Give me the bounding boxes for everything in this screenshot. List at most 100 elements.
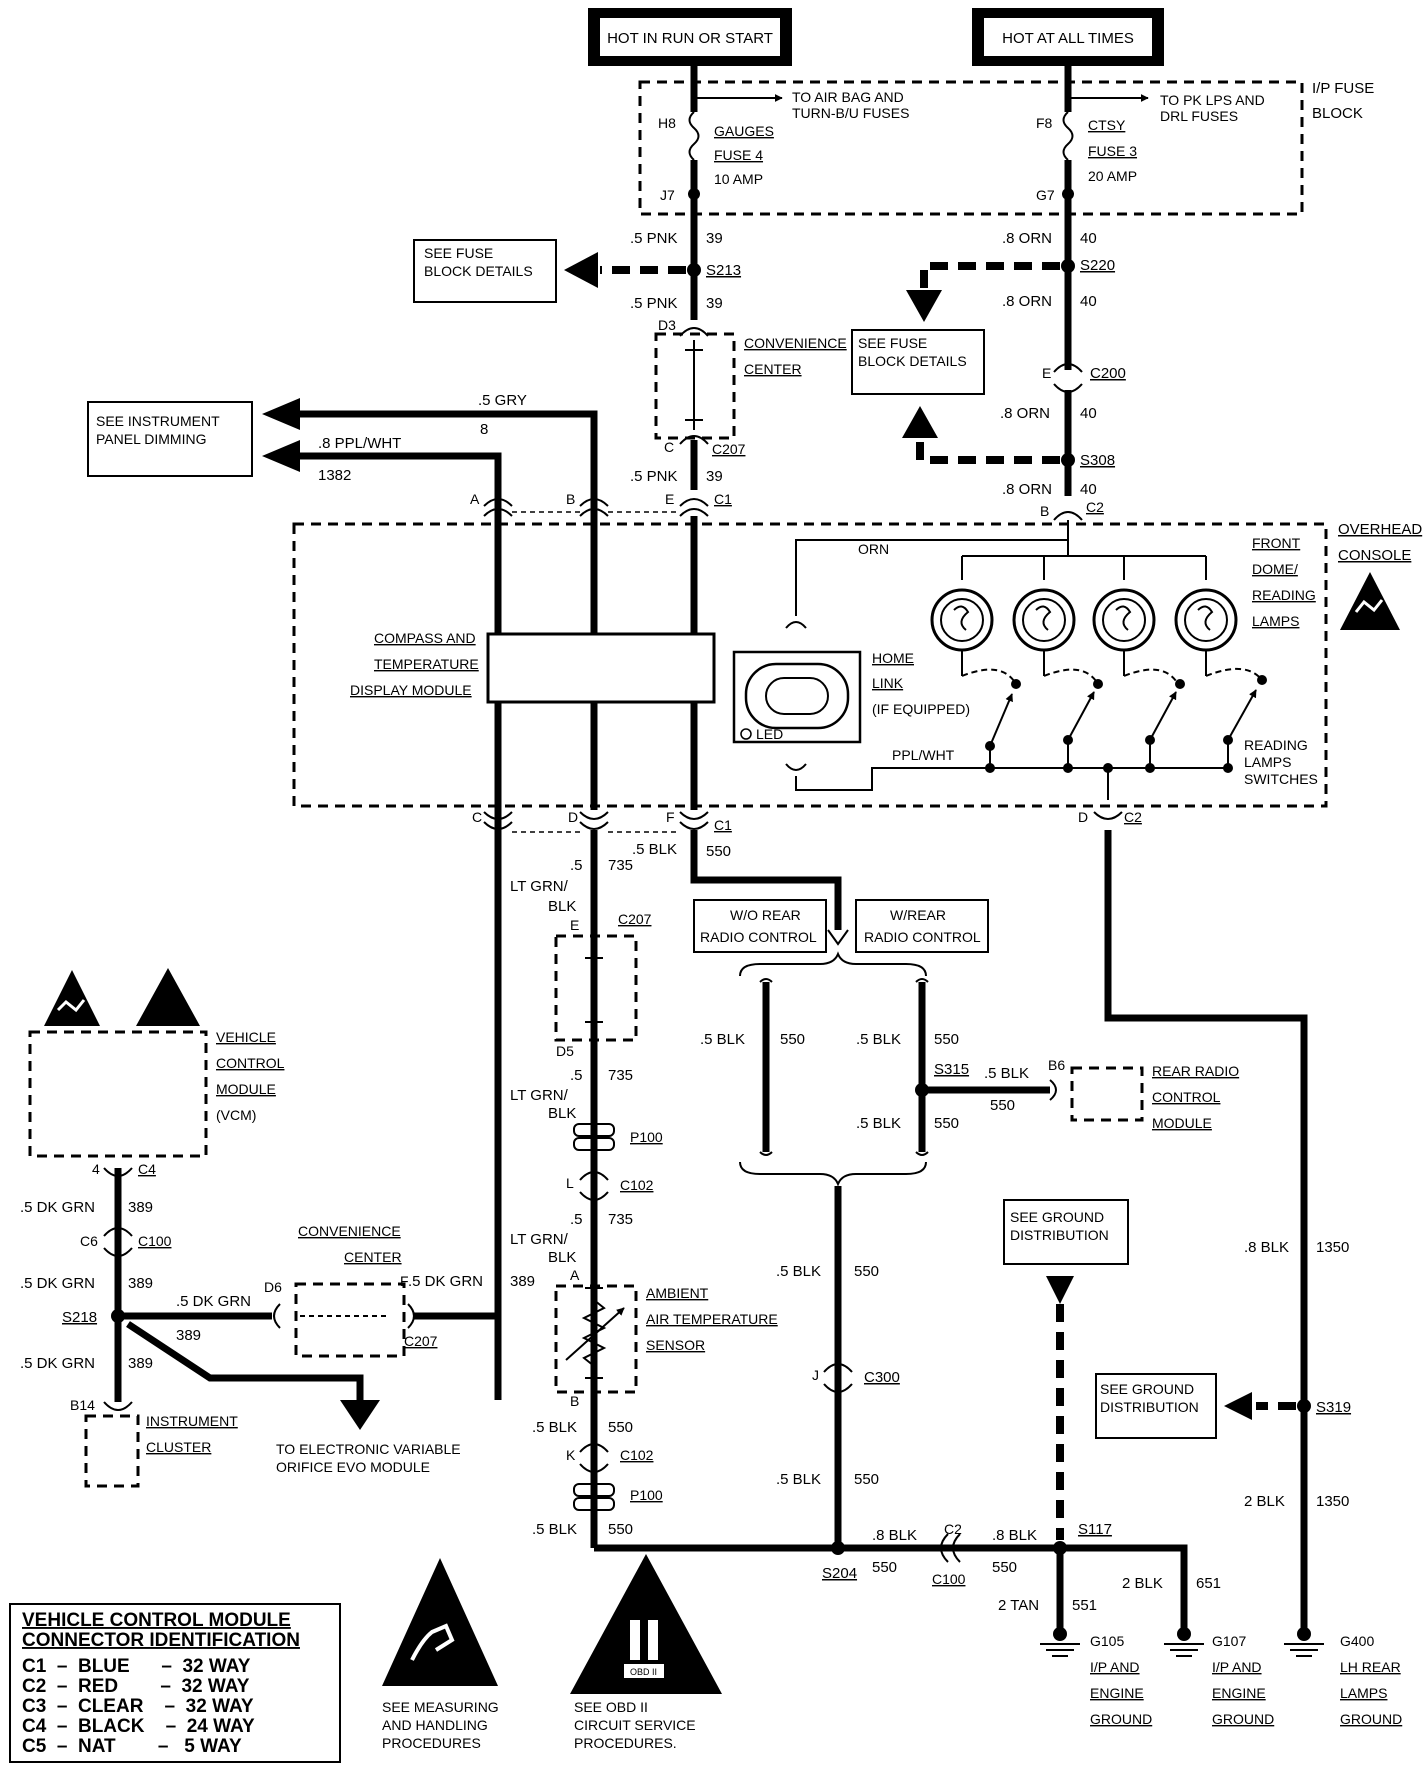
orn-label: ORN [858, 541, 889, 557]
wire-550-num-f: 550 [854, 1263, 879, 1280]
esd-icon-top [1340, 572, 1400, 630]
c300-label: C300 [864, 1369, 900, 1386]
pin-b14: B14 [70, 1397, 95, 1413]
vcm-2: CONTROL [216, 1055, 285, 1071]
wire-40-num-2: 40 [1080, 293, 1097, 310]
ground-symbol-g105 [1040, 1627, 1080, 1657]
see-fuse-block-box-2 [851, 329, 985, 395]
wire-8 [300, 410, 598, 520]
hot-in-run-label: HOT IN RUN OR START [607, 30, 773, 47]
front-dome-1: FRONT [1252, 535, 1301, 551]
pin-l: L [566, 1175, 574, 1191]
home-link-module: LED [732, 530, 1069, 791]
g107-2: ENGINE [1212, 1685, 1266, 1701]
wire-40-color-3: .8 ORN [1000, 405, 1050, 422]
s213-label: S213 [706, 262, 741, 279]
see-ip-dimming-box [87, 401, 253, 477]
wire-651 [1060, 1544, 1188, 1630]
ambient-1: AMBIENT [646, 1285, 709, 1301]
vcm-1: VEHICLE [216, 1029, 276, 1045]
splice-s204 [831, 1541, 845, 1555]
wire-550-top [690, 830, 842, 930]
wire-550-num-i: 550 [608, 1521, 633, 1538]
measuring-1: SEE MEASURING [382, 1699, 499, 1715]
g107-1: I/P AND [1212, 1659, 1262, 1675]
wire-389-color-a: .5 DK GRN [20, 1199, 95, 1216]
conv-center-upper-1: CONVENIENCE [744, 335, 847, 351]
wire-735-num-3: 735 [608, 1211, 633, 1228]
wire-389-color-e: .5 DK GRN [20, 1355, 95, 1372]
pin-b6: B6 [1048, 1057, 1065, 1073]
see-ground-dist-box-1 [1003, 1199, 1129, 1265]
front-dome-2: DOME/ [1252, 561, 1298, 577]
overhead-console-1: OVERHEAD [1338, 521, 1422, 538]
home-link-2: LINK [872, 675, 904, 691]
gauges-label: GAUGES [714, 123, 774, 139]
fuse-block-title-2: BLOCK [1312, 105, 1363, 122]
p100-upper: P100 [630, 1129, 663, 1145]
c102-upper: C102 [620, 1177, 654, 1193]
wire-389-color-c: .5 DK GRN [176, 1293, 251, 1310]
s319-label: S319 [1316, 1399, 1351, 1416]
wire-735-size-2: .5 [570, 1067, 583, 1084]
wire-550-num-e: 550 [934, 1115, 959, 1132]
ctsy-fuse-3 [1062, 111, 1074, 161]
wire-735-color-f: BLK [548, 1249, 576, 1266]
wire-550-color-d: .5 BLK [984, 1065, 1029, 1082]
wire-551-num: 551 [1072, 1597, 1097, 1614]
obd-badge-small: II [162, 1005, 171, 1022]
see-fuse-block-box-1 [413, 239, 557, 303]
g107-3: GROUND [1212, 1711, 1274, 1727]
splice-s220 [1061, 259, 1075, 273]
see-fuse-2b: BLOCK DETAILS [858, 353, 967, 369]
wire-550-num-g: 550 [854, 1471, 879, 1488]
measuring-2: AND HANDLING [382, 1717, 488, 1733]
pin-h8: H8 [658, 115, 676, 131]
splice-s319 [1297, 1399, 1311, 1413]
wire-389-color-d: .5 DK GRN [408, 1273, 483, 1290]
wo-rear-1: W/O REAR [730, 907, 801, 923]
fuse-block-title-1: I/P FUSE [1312, 80, 1374, 97]
wire-39-num-3: 39 [706, 468, 723, 485]
wire-1382 [300, 452, 502, 520]
vcm-connector-legend [9, 1603, 341, 1763]
overhead-console-2: CONSOLE [1338, 547, 1411, 564]
wire-735-size-3: .5 [570, 1211, 583, 1228]
wire-551-color: 2 TAN [998, 1597, 1039, 1614]
home-link-1: HOME [872, 650, 914, 666]
legend-title-2: CONNECTOR IDENTIFICATION [22, 1630, 300, 1651]
see-fuse-1a: SEE FUSE [424, 245, 493, 261]
wire-1382-color: .8 PPL/WHT [318, 435, 401, 452]
wire-1350-color-a: .8 BLK [1244, 1239, 1289, 1256]
wire-550-color-g: .5 BLK [776, 1471, 821, 1488]
g105-2: ENGINE [1090, 1685, 1144, 1701]
rear-radio-2: CONTROL [1152, 1089, 1221, 1105]
see-fuse-2a: SEE FUSE [858, 335, 927, 351]
splice-s308 [1061, 453, 1075, 467]
s220-label: S220 [1080, 257, 1115, 274]
compass-label-3: DISPLAY MODULE [350, 682, 472, 698]
fuse4-label: FUSE 4 [714, 147, 763, 163]
see-fuse-1b: BLOCK DETAILS [424, 263, 533, 279]
legend-row-c5: C5 – NAT – 5 WAY [22, 1736, 242, 1757]
see-ground-1a: SEE GROUND [1010, 1209, 1104, 1225]
home-link-3: (IF EQUIPPED) [872, 701, 970, 717]
wire-39-color: .5 PNK [630, 230, 678, 247]
wire-735-num-2: 735 [608, 1067, 633, 1084]
wire-735-num: 735 [608, 857, 633, 874]
instrument-cluster [84, 1414, 140, 1488]
front-dome-4: LAMPS [1252, 613, 1299, 629]
wire-blk8-a: .8 BLK [872, 1527, 917, 1544]
ambient-3: SENSOR [646, 1337, 705, 1353]
see-ground-2a: SEE GROUND [1100, 1381, 1194, 1397]
rear-radio-3: MODULE [1152, 1115, 1212, 1131]
wire-8-color: .5 GRY [478, 392, 527, 409]
conv-center-lower-1: CONVENIENCE [298, 1223, 401, 1239]
c207-lower: C207 [404, 1333, 438, 1349]
rear-radio-control-module [1070, 1066, 1144, 1122]
g400-3: GROUND [1340, 1711, 1402, 1727]
pin-f-bottom: F [666, 809, 675, 825]
wire-1350 [1104, 830, 1308, 1630]
wire-735-color-a: LT GRN/ [510, 878, 569, 895]
